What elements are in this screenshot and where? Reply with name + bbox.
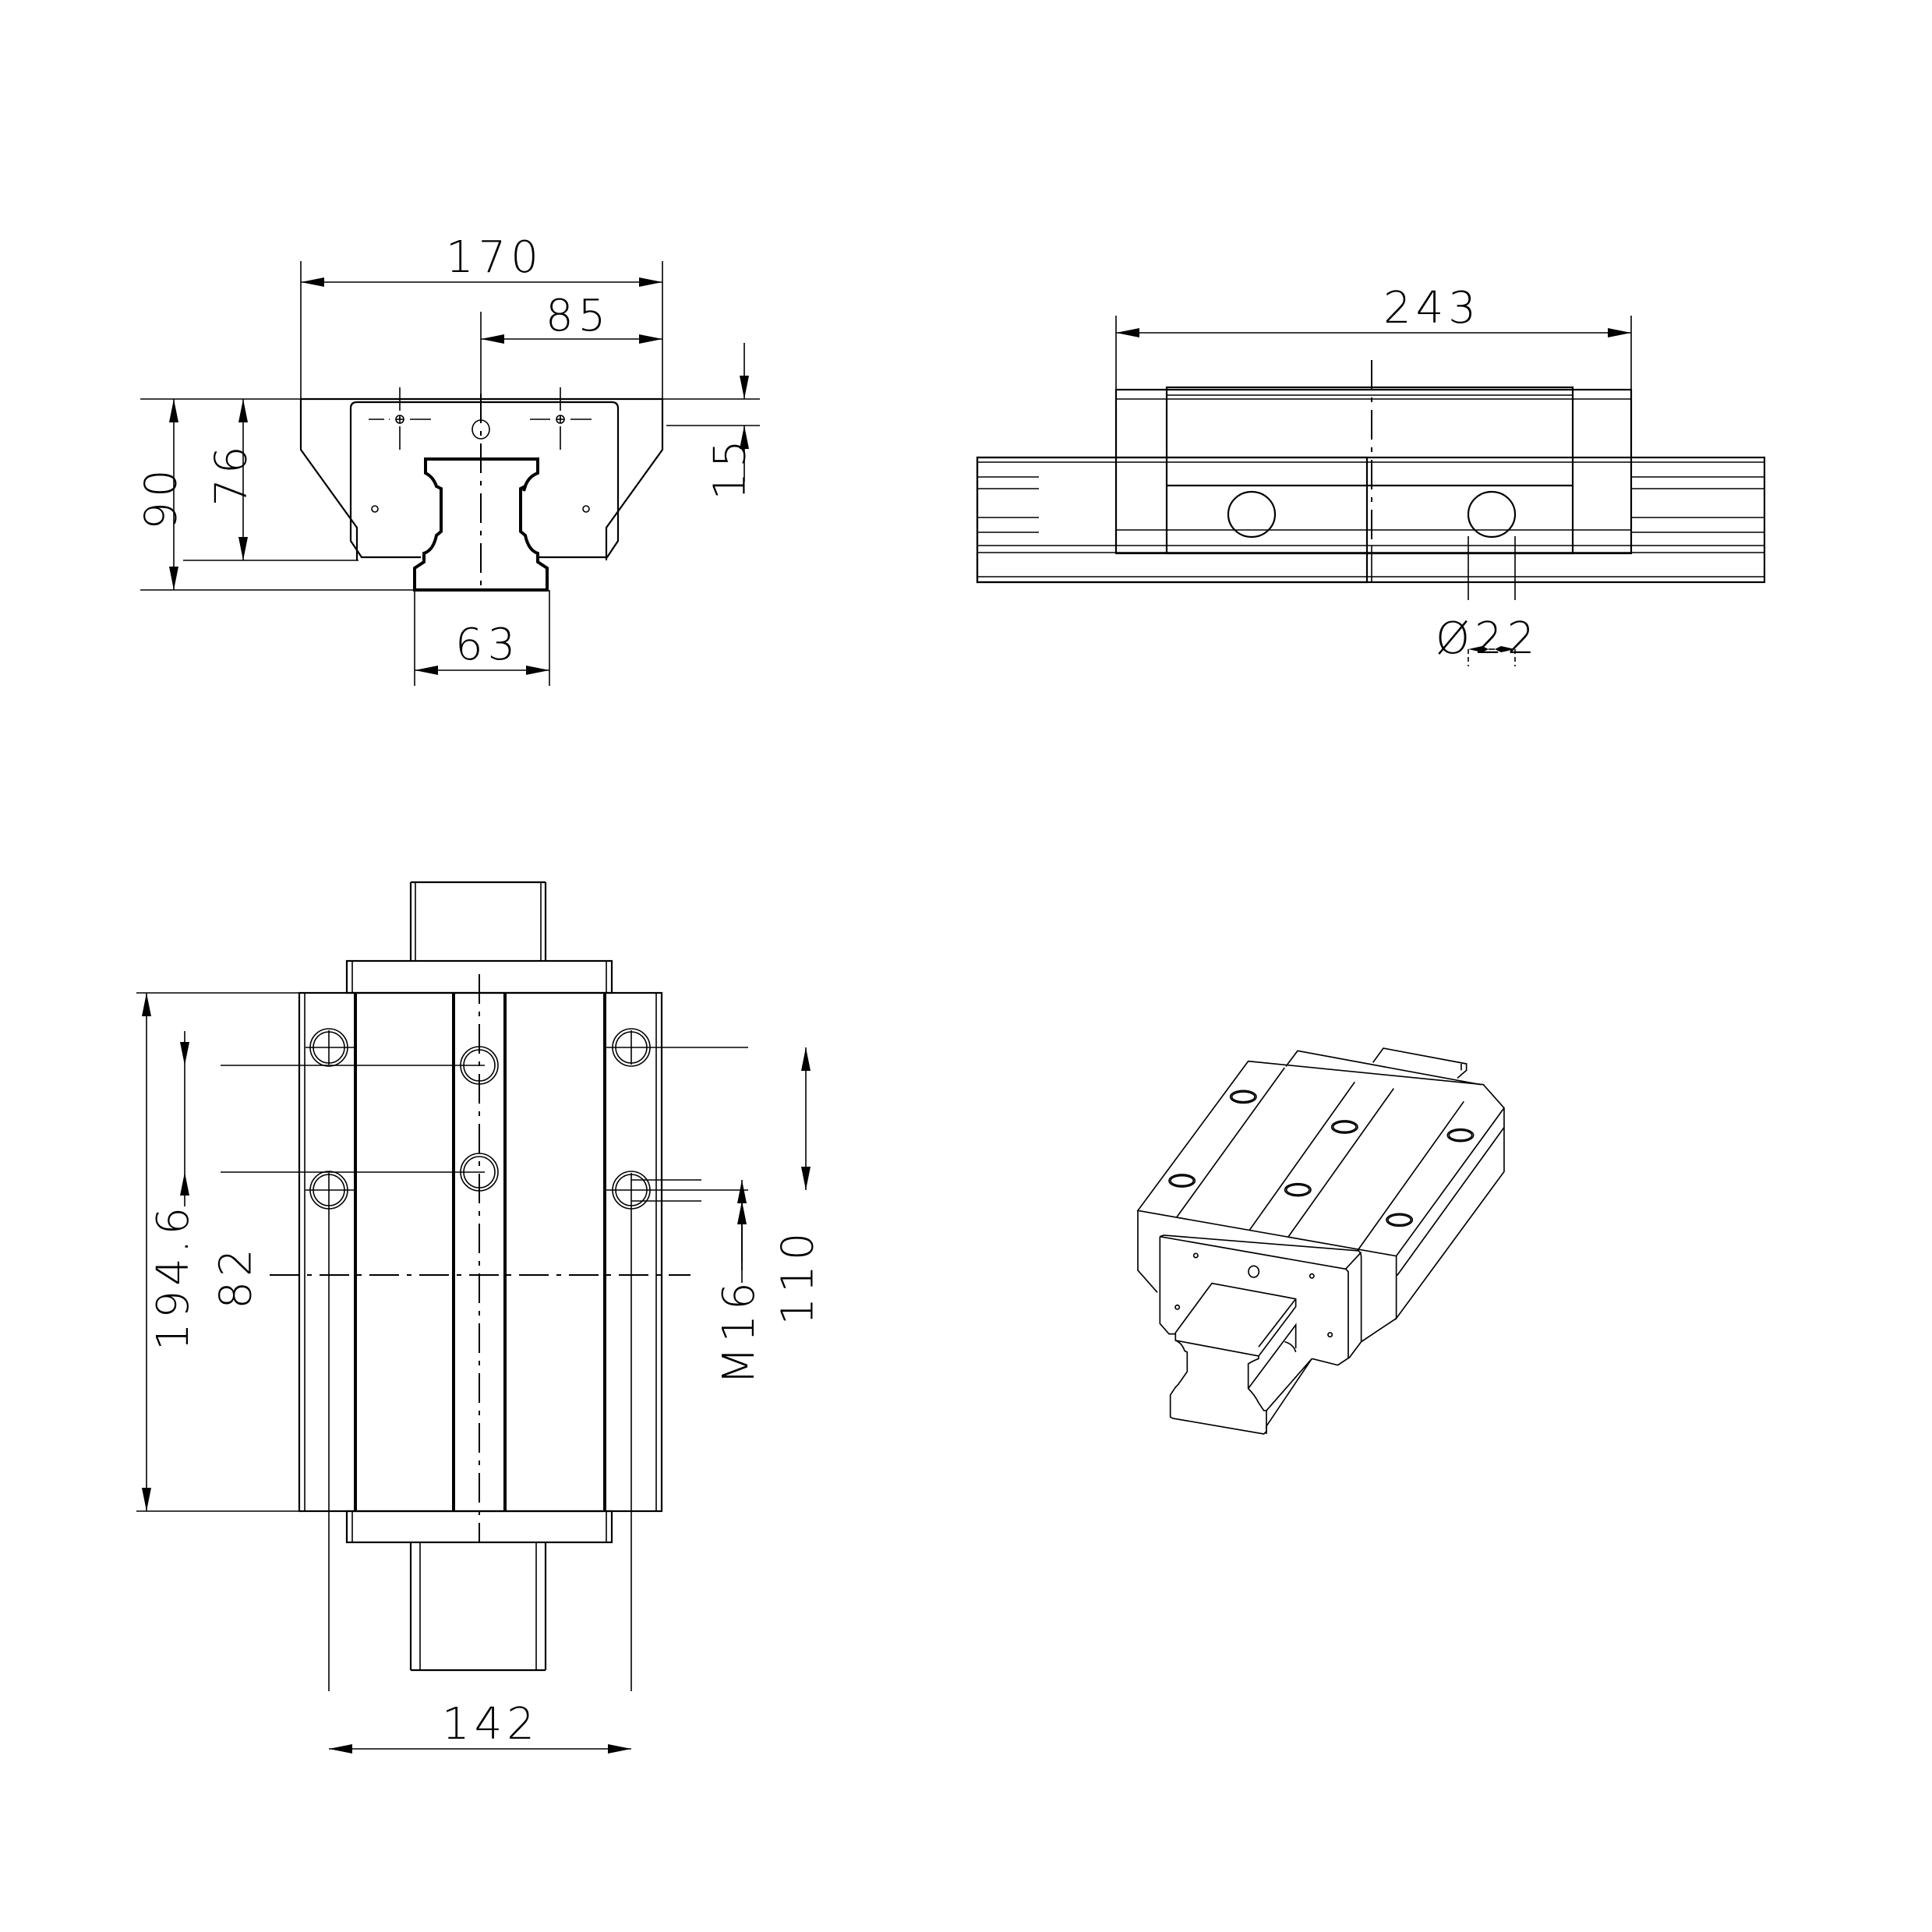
dim-rail-width-63: 63 bbox=[455, 620, 521, 670]
dim-thread-size-m16: M16 bbox=[713, 1277, 765, 1385]
dim-body-length-194-6: 194.6 bbox=[148, 1202, 200, 1351]
dim-block-length-243: 243 bbox=[1383, 283, 1481, 334]
dim-half-width-85: 85 bbox=[546, 291, 611, 341]
dim-flange-thickness-15: 15 bbox=[705, 435, 756, 500]
front-view bbox=[140, 261, 760, 686]
dim-hole-pitch-width-142: 142 bbox=[442, 1699, 539, 1750]
side-view bbox=[976, 316, 1766, 666]
dim-block-height-76: 76 bbox=[206, 441, 257, 507]
isometric-view bbox=[1136, 1047, 1506, 1435]
dim-overall-height-90: 90 bbox=[136, 464, 187, 530]
dim-outer-hole-spacing-110: 110 bbox=[772, 1227, 824, 1326]
dim-hole-diameter-22: Ø22 bbox=[1436, 613, 1540, 664]
top-view bbox=[136, 881, 811, 1754]
dim-overall-width-170: 170 bbox=[446, 232, 543, 283]
dim-inner-hole-spacing-82: 82 bbox=[210, 1244, 262, 1309]
